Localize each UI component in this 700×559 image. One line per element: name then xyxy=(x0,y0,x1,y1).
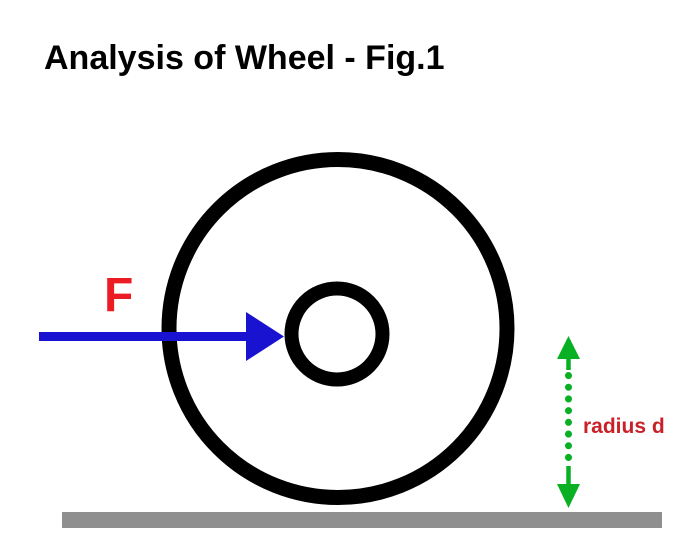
ground-line xyxy=(62,512,662,528)
force-arrow xyxy=(39,312,284,361)
wheel-hub-circle xyxy=(284,281,390,387)
force-label: F xyxy=(104,269,134,322)
force-arrowhead-icon xyxy=(246,312,284,361)
radius-arrowhead-down-icon xyxy=(557,484,580,508)
radius-label: radius d xyxy=(583,415,665,438)
figure-title: Analysis of Wheel - Fig.1 xyxy=(44,39,445,77)
radius-dimension-arrow xyxy=(557,336,580,508)
radius-arrowhead-up-icon xyxy=(557,336,580,359)
